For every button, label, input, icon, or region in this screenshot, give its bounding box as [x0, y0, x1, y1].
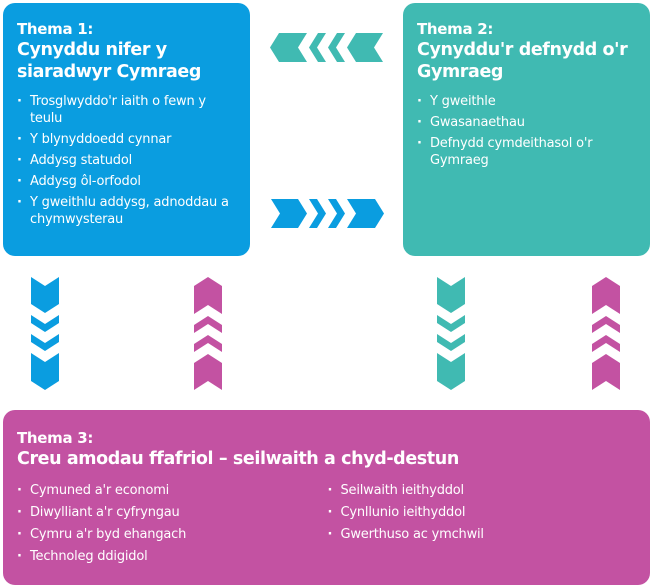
list-item: Addysg statudol [17, 152, 238, 169]
arrow-theme2-to-theme1 [270, 33, 383, 62]
chevron-down-icon [437, 277, 465, 313]
theme-1-label: Thema 1: [17, 20, 94, 38]
chevron-down-icon [437, 315, 465, 332]
list-item: Cymru a'r byd ehangach [17, 526, 328, 543]
chevron-down-icon [437, 353, 465, 390]
theme-3-title: Creu amodau ffafriol – seilwaith a chyd-… [17, 449, 459, 469]
chevron-left-icon [309, 33, 326, 62]
arrow-theme2-to-theme3 [437, 277, 465, 390]
chevron-right-icon [328, 199, 345, 228]
chevron-up-icon [194, 354, 222, 390]
list-item: Addysg ôl-orfodol [17, 173, 238, 190]
chevron-down-icon [437, 334, 465, 351]
chevron-up-icon [592, 335, 620, 352]
list-item: Defnydd cymdeithasol o'r Gymraeg [417, 135, 640, 169]
chevron-down-icon [31, 315, 59, 332]
list-item: Trosglwyddo'r iaith o fewn y teulu [17, 93, 238, 127]
chevron-up-icon [194, 335, 222, 352]
list-item: Y gweithle [417, 93, 640, 110]
theme-1-box: Thema 1: Cynyddu nifer y siaradwyr Cymra… [3, 3, 250, 256]
chevron-down-icon [31, 334, 59, 351]
chevron-right-icon [347, 199, 384, 228]
list-item: Y blynyddoedd cynnar [17, 131, 238, 148]
list-item: Seilwaith ieithyddol [328, 482, 639, 499]
theme-3-box: Thema 3: Creu amodau ffafriol – seilwait… [3, 410, 650, 585]
chevron-up-icon [194, 277, 222, 314]
theme-3-list-right: Seilwaith ieithyddol Cynllunio ieithyddo… [328, 482, 639, 570]
theme-2-box: Thema 2: Cynyddu'r defnydd o'r Gymraeg Y… [403, 3, 650, 256]
chevron-down-icon [31, 353, 59, 390]
list-item: Cynllunio ieithyddol [328, 504, 639, 521]
theme-3-list-left: Cymuned a'r economi Diwylliant a'r cyfry… [17, 482, 328, 570]
chevron-left-icon [328, 33, 345, 62]
arrow-theme1-to-theme2 [271, 199, 384, 228]
arrow-theme1-to-theme3 [31, 277, 59, 390]
arrow-theme3-to-theme2 [592, 277, 620, 390]
chevron-up-icon [592, 354, 620, 390]
theme-2-label: Thema 2: [417, 20, 494, 38]
list-item: Gwerthuso ac ymchwil [328, 526, 639, 543]
theme-3-label: Thema 3: [17, 429, 94, 447]
chevron-up-icon [194, 316, 222, 333]
theme-2-title: Cynyddu'r defnydd o'r Gymraeg [417, 40, 628, 82]
chevron-down-icon [31, 277, 59, 313]
theme-2-list: Y gweithle Gwasanaethau Defnydd cymdeith… [417, 93, 640, 169]
list-item: Technoleg ddigidol [17, 548, 328, 565]
chevron-left-icon [347, 33, 383, 62]
theme-1-list: Trosglwyddo'r iaith o fewn y teulu Y bly… [17, 93, 238, 228]
chevron-up-icon [592, 277, 620, 314]
list-item: Cymuned a'r economi [17, 482, 328, 499]
chevron-up-icon [592, 316, 620, 333]
chevron-right-icon [309, 199, 326, 228]
list-item: Y gweithlu addysg, adnoddau a chymwyster… [17, 194, 238, 228]
chevron-left-icon [270, 33, 307, 62]
list-item: Diwylliant a'r cyfryngau [17, 504, 328, 521]
arrow-theme3-to-theme1 [194, 277, 222, 390]
theme-1-title: Cynyddu nifer y siaradwyr Cymraeg [17, 40, 202, 82]
chevron-right-icon [271, 199, 307, 228]
list-item: Gwasanaethau [417, 114, 640, 131]
